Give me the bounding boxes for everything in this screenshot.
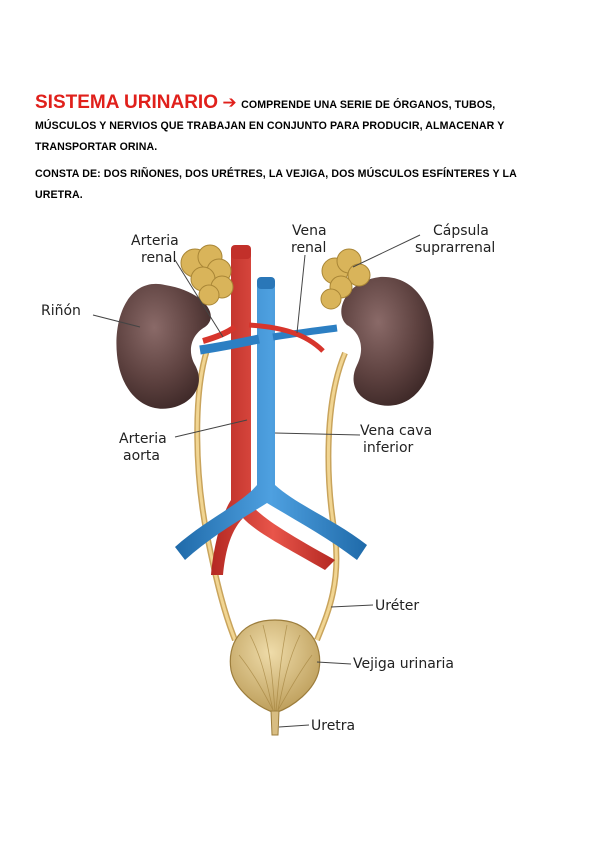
aorta — [211, 255, 335, 575]
arrow-icon: ➔ — [222, 93, 237, 112]
definition-start: COMPRENDE UNA SERIE DE ÓRGANOS, TUBOS, — [241, 99, 496, 111]
label-arteria-renal-2: renal — [141, 250, 176, 266]
label-vena-renal-2: renal — [291, 240, 326, 256]
urinary-system-illustration: Arteria renal Vena renal Cápsula suprarr… — [35, 215, 565, 755]
definition-line-2: MÚSCULOS Y NERVIOS QUE TRABAJAN EN CONJU… — [35, 120, 505, 132]
right-renal-vein — [272, 324, 338, 341]
label-arteria-renal-1: Arteria — [131, 233, 179, 249]
leader-lines — [92, 234, 421, 728]
label-uretra: Uretra — [311, 718, 355, 734]
page-title: SISTEMA URINARIO — [35, 92, 218, 113]
left-renal-artery — [202, 324, 237, 344]
label-arteria-aorta-1: Arteria — [119, 431, 167, 447]
left-ureter — [194, 349, 238, 642]
left-adrenal-gland — [180, 244, 234, 306]
anatomy-diagram: Arteria renal Vena renal Cápsula suprarr… — [41, 223, 495, 736]
definition-line-3: TRANSPORTAR ORINA. — [35, 141, 158, 153]
vena-cava-top — [257, 277, 275, 289]
urethra — [270, 710, 280, 736]
label-capsula-2: suprarrenal — [415, 240, 495, 256]
composition-line-2: URETRA. — [35, 189, 83, 201]
label-rinon: Riñón — [41, 303, 81, 319]
label-vena-cava-1: Vena cava — [360, 423, 432, 439]
label-arteria-aorta-2: aorta — [123, 448, 160, 464]
composition-line-1: CONSTA DE: DOS RIÑONES, DOS URÉTRES, LA … — [35, 168, 517, 180]
right-renal-artery — [248, 322, 325, 353]
right-kidney — [341, 276, 434, 406]
label-vejiga: Vejiga urinaria — [353, 656, 454, 672]
right-adrenal-gland — [320, 248, 371, 310]
urinary-bladder — [229, 619, 321, 714]
left-kidney — [116, 283, 211, 409]
intro-text: SISTEMA URINARIO ➔ COMPRENDE UNA SERIE D… — [35, 92, 535, 206]
label-vena-cava-2: inferior — [363, 440, 414, 456]
title-line: SISTEMA URINARIO ➔ COMPRENDE UNA SERIE D… — [35, 92, 535, 116]
vena-cava — [175, 285, 367, 560]
bladder-muscle-lines — [238, 624, 313, 713]
aorta-top — [231, 245, 251, 259]
label-vena-renal-1: Vena — [292, 223, 327, 239]
label-ureter: Uréter — [375, 598, 419, 614]
label-capsula-1: Cápsula — [433, 223, 489, 239]
left-renal-vein — [199, 334, 260, 355]
